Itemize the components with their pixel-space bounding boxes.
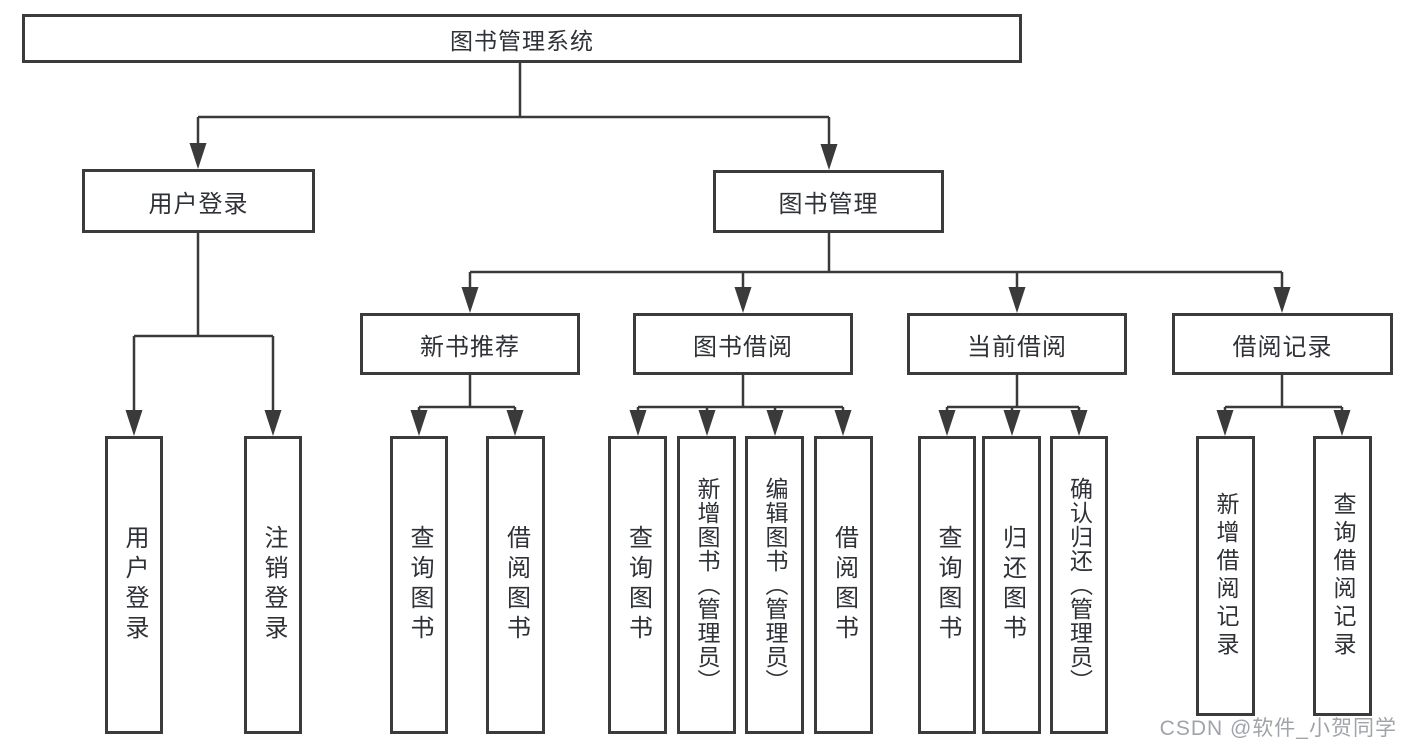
leaf-confirm-return-admin: 确认归还（管理员） xyxy=(1050,436,1108,734)
leaf-borrow-books-borrow-label: 借阅图书 xyxy=(830,525,858,645)
leaf-query-books-borrow-label: 查询图书 xyxy=(624,525,652,645)
leaf-query-borrow-record-label: 查询借阅记录 xyxy=(1330,492,1356,660)
leaf-query-borrow-record: 查询借阅记录 xyxy=(1313,436,1372,716)
leaf-return-books: 归还图书 xyxy=(982,436,1041,734)
leaf-add-book-admin: 新增图书（管理员） xyxy=(677,436,736,734)
leaf-borrow-books-new: 借阅图书 xyxy=(486,436,545,734)
node-new-book-recommend: 新书推荐 xyxy=(360,313,580,375)
connector-book-borrowing-to-leaves xyxy=(636,375,845,412)
leaf-user-login-label: 用户登录 xyxy=(121,525,148,645)
leaf-add-book-admin-label: 新增图书（管理员） xyxy=(694,477,720,693)
leaf-borrow-books-borrow: 借阅图书 xyxy=(814,436,873,734)
node-book-management: 图书管理 xyxy=(713,170,944,233)
connector-borrow-records-to-leaves xyxy=(1223,375,1344,412)
connector-book-management-to-level3 xyxy=(468,233,1284,289)
leaf-query-books-new-label: 查询图书 xyxy=(406,525,433,645)
leaf-edit-book-admin: 编辑图书（管理员） xyxy=(745,436,804,734)
leaf-edit-book-admin-label: 编辑图书（管理员） xyxy=(762,477,788,693)
leaf-logout-login-label: 注销登录 xyxy=(260,525,287,645)
leaf-add-borrow-record-label: 新增借阅记录 xyxy=(1213,492,1239,660)
leaf-borrow-books-new-label: 借阅图书 xyxy=(502,525,530,645)
leaf-query-books-new: 查询图书 xyxy=(390,436,448,734)
leaf-logout-login: 注销登录 xyxy=(244,436,302,734)
connector-current-borrowing-to-leaves xyxy=(945,375,1081,412)
leaf-return-books-label: 归还图书 xyxy=(998,525,1026,645)
watermark: CSDN @软件_小贺同学 xyxy=(1159,717,1397,740)
node-borrow-records: 借阅记录 xyxy=(1172,313,1393,375)
leaf-add-borrow-record: 新增借阅记录 xyxy=(1196,436,1255,716)
connector-new-book-to-leaves xyxy=(417,375,517,412)
node-user-login: 用户登录 xyxy=(82,169,315,233)
leaf-user-login: 用户登录 xyxy=(105,436,163,734)
leaf-confirm-return-admin-label: 确认归还（管理员） xyxy=(1066,477,1093,693)
connector-root-to-level2 xyxy=(196,62,831,146)
leaf-query-books-borrow: 查询图书 xyxy=(608,436,667,734)
leaf-query-books-current: 查询图书 xyxy=(918,436,976,734)
node-book-management-system: 图书管理系统 xyxy=(22,14,1022,63)
node-book-borrowing: 图书借阅 xyxy=(633,313,853,375)
leaf-query-books-current-label: 查询图书 xyxy=(934,525,961,645)
connector-user-login-to-leaves xyxy=(132,233,275,412)
node-current-borrowing: 当前借阅 xyxy=(907,313,1127,375)
